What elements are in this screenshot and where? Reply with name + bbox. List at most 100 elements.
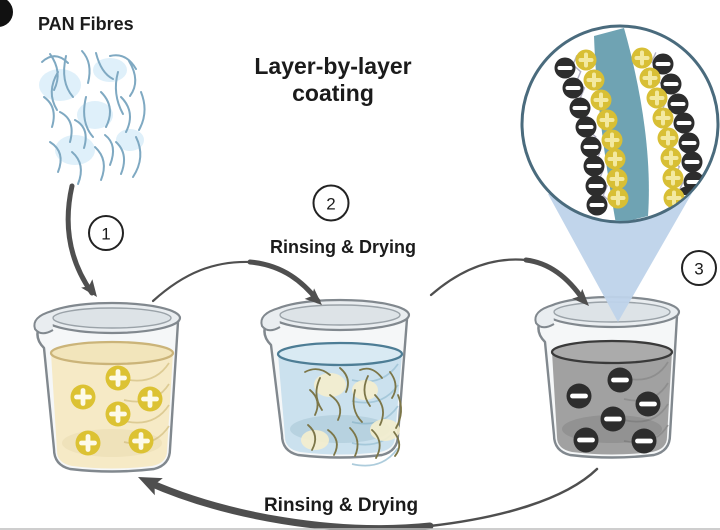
step-number-3: 3 [694,260,703,279]
wet-fibre-stroke [393,431,401,457]
wet-fibre-stroke [359,367,383,379]
diagram-title-line2: coating [292,80,374,106]
beaker-rinsing-bath-with-fibres [260,298,411,467]
wet-fibre-stroke [329,394,342,421]
minus-charge-token [573,427,599,453]
inset-plus-token [657,127,679,149]
fibre-stroke [50,71,59,111]
rinsing-drying-label-top: Rinsing & Drying [270,237,416,257]
inset-plus-token [604,148,626,170]
pan-fibres-label: PAN Fibres [38,14,134,34]
rinsing-drying-label-bottom: Rinsing & Drying [264,495,418,516]
graduation-mark [351,363,399,383]
step-badge-1: 1 [88,215,124,251]
inset-minus-token [585,175,607,197]
liquid-surface [276,341,404,367]
panel-label-disc [0,0,13,27]
fibre-stroke [49,141,62,173]
wet-fibre-stroke [363,375,371,407]
inset-plus-token [583,69,605,91]
inset-minus-token [586,194,608,216]
wet-fibre-stroke [374,394,384,426]
wet-fibre-glow [314,373,346,397]
fibre-stroke [94,146,105,181]
arrow-shaft [247,259,321,304]
beaker-spout [534,304,555,329]
plus-charge-token [105,365,131,391]
liquid-surface [49,340,175,366]
wet-fibre-stroke [395,394,402,429]
inset-minus-token [583,155,605,177]
wet-fibre-stroke [371,429,381,459]
plus-charge-token [105,401,131,427]
inset-plus-token [660,147,682,169]
arrow-head [572,288,589,306]
fibre-glow [39,69,81,101]
step-circle [312,184,350,222]
fibre-stroke [81,50,91,84]
fibre-stroke [115,141,126,175]
inset-content [554,28,705,221]
fibre-stroke [100,91,111,128]
inset-plus-token [596,109,618,131]
inset-minus-token [678,132,700,154]
wet-fibre-stroke [389,371,397,399]
coated-fibre-inset [520,24,720,224]
inset-plus-token [590,89,612,111]
step-circle [88,215,124,251]
arrow-shaft [428,467,599,528]
plus-charge-token [75,430,101,456]
fibre-stroke [71,151,82,185]
diagram-title-line1: Layer-by-layer [254,53,411,79]
fibre-stroke [59,111,73,143]
plus-charge-token [128,428,154,454]
inset-plus-token [652,107,674,129]
fibre-stroke [83,96,94,138]
fibre-stroke [138,91,146,131]
plus-charge-token [70,384,96,410]
beaker-spout [33,310,54,335]
beaker-negative-charge-bath [534,295,681,459]
inset-plus-token [646,87,668,109]
inset-plus-token [631,47,653,69]
step-badge-2: 2 [312,184,350,222]
beaker-positive-charge-bath [33,301,182,473]
inset-minus-token [580,136,602,158]
step-number-2: 2 [326,195,335,214]
beaker-rim-inner [52,307,172,329]
plus-charge-token [137,386,163,412]
minus-charge-token [635,391,661,417]
inset-minus-token [681,151,703,173]
fibre-stroke [132,136,142,178]
graduation-mark [623,403,669,423]
arrow-head [138,477,163,496]
wet-fibre-stroke [349,427,359,457]
fibre-stroke [74,119,87,149]
wet-fibre-stroke [315,377,323,411]
inset-minus-token [554,57,576,79]
fibre-band [594,28,649,221]
wet-fibre-glow [370,419,400,441]
wet-fibre-stroke [339,367,349,393]
arrow-shaft [65,183,95,296]
fibre-glow [93,58,127,82]
fibre-stroke [63,55,74,98]
arrow-shaft [523,257,587,304]
fibre-stroke [95,52,114,80]
minus-charge-token [566,383,592,409]
fibre-stroke [120,96,131,133]
arrow-head [81,279,97,297]
graduation-mark [123,404,170,424]
pan-fibre-sketch [39,50,146,185]
minus-charge-token [607,367,633,393]
inset-minus-token [667,93,689,115]
fibre-stroke [109,54,137,70]
arrow-head [304,288,322,305]
arrow-shaft [429,258,528,297]
inset-minus-token [562,77,584,99]
inset-plus-token [662,167,684,189]
fibre-stroke [43,96,55,128]
inset-minus-token [660,73,682,95]
